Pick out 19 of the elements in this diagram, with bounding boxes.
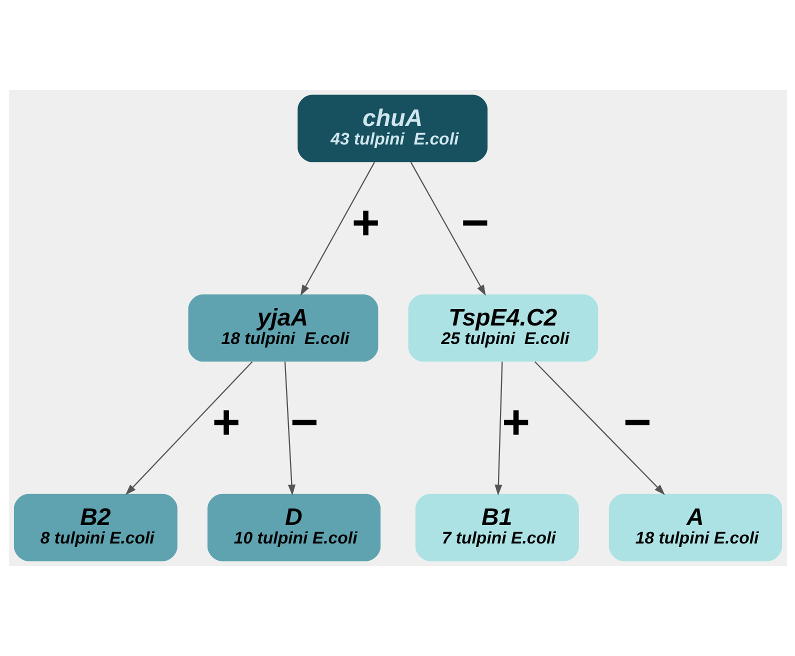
arrow	[124, 361, 252, 496]
arrow	[284, 362, 296, 496]
edge-label: +	[501, 396, 530, 450]
node-box: A 18 tulpini E.coli	[608, 494, 782, 562]
edge-label: −	[290, 396, 318, 450]
edge-label: −	[460, 196, 489, 250]
edge-label: +	[351, 196, 380, 250]
node-box: D 10 tulpini E.coli	[206, 494, 380, 562]
edge-label: +	[212, 396, 240, 450]
node-box: TspE4.C2 25 tulpini E.coli	[408, 294, 598, 362]
arrow	[494, 362, 502, 496]
node-box: B2 8 tulpini E.coli	[13, 494, 177, 562]
arrow	[300, 162, 375, 296]
node-box: B1 7 tulpini E.coli	[414, 494, 578, 562]
arrow	[410, 162, 486, 296]
node-box: yjaA 18 tulpini E.coli	[188, 294, 378, 362]
arrow	[534, 361, 664, 496]
node-box: chuA 43 tulpini E.coli	[297, 94, 488, 162]
edge-label: −	[622, 396, 651, 450]
